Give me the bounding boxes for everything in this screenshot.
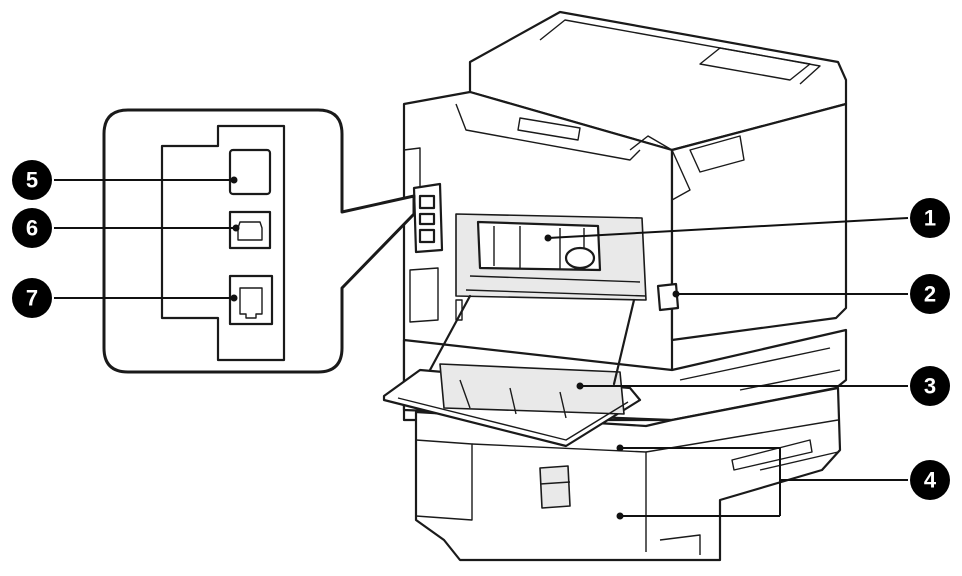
callout-4-label: 4 — [924, 468, 937, 493]
usb-b-port-6 — [228, 210, 272, 250]
callout-7: 7 — [12, 278, 52, 318]
callout-3-label: 3 — [924, 374, 936, 399]
ac-inlet — [656, 282, 680, 312]
leader-lines — [54, 176, 909, 520]
lower-cassette-handle — [539, 465, 571, 509]
callout-1-label: 1 — [924, 206, 936, 231]
callout-6-label: 6 — [26, 216, 38, 241]
usb-port-5 — [228, 148, 272, 196]
callout-5-label: 5 — [26, 168, 38, 193]
callout-4: 4 — [910, 460, 950, 500]
callout-7-label: 7 — [26, 286, 38, 311]
callout-6: 6 — [12, 208, 52, 248]
callout-5: 5 — [12, 160, 52, 200]
callout-1: 1 — [910, 198, 950, 238]
callout-2: 2 — [910, 274, 950, 314]
callout-2-label: 2 — [924, 282, 936, 307]
callout-3: 3 — [910, 366, 950, 406]
printer-body — [382, 10, 848, 562]
port-panel-inset — [102, 108, 416, 374]
